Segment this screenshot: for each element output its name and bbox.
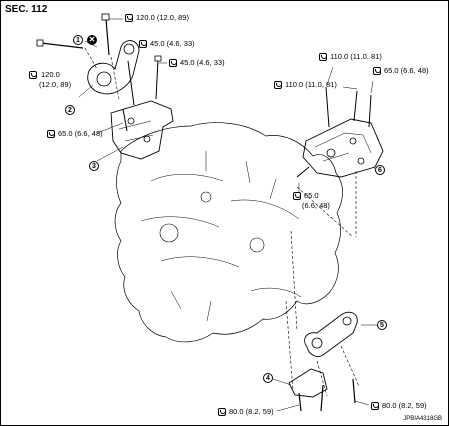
torque-label-2b: (12.0, 89) <box>39 80 72 89</box>
torque-label-6: 110.0 (11.0, 81) <box>330 52 382 61</box>
torque-wrench-icon <box>139 40 147 48</box>
torque-label-9b: (6.6, 48) <box>302 201 330 210</box>
torque-wrench-icon <box>29 71 37 79</box>
torque-label-10: 80.0 (8.2, 59) <box>229 407 274 416</box>
engine-inner-2 <box>170 151 277 322</box>
callout-5: 5 <box>377 320 387 330</box>
section-label: SEC. 112 <box>5 4 48 15</box>
torque-label-7: 110.0 (11.0, 81) <box>285 80 337 89</box>
torque-label-1: 120.0 (12.0, 89) <box>136 13 189 22</box>
torque-wrench-icon <box>293 192 301 200</box>
torque-wrench-icon <box>373 67 381 75</box>
torque-label-2a: 120.0 <box>41 70 60 79</box>
torque-wrench-icon <box>169 59 177 67</box>
lh-mount-assembly <box>302 118 384 178</box>
upper-torque-rod <box>87 40 140 95</box>
lower-bracket <box>288 368 328 398</box>
torque-label-8: 65.0 (6.6, 48) <box>384 66 429 75</box>
rh-mount-bracket <box>110 100 174 160</box>
torque-wrench-icon <box>125 14 133 22</box>
torque-label-5: 65.0 (6.6, 48) <box>58 129 103 138</box>
figure-code: JPBIA4318GB <box>403 416 442 422</box>
torque-wrench-icon <box>47 130 55 138</box>
torque-label-4: 45.0 (4.6, 33) <box>180 58 225 67</box>
torque-wrench-icon <box>371 402 379 410</box>
torque-label-3: 45.0 (4.6, 33) <box>150 39 195 48</box>
torque-wrench-icon <box>274 81 282 89</box>
do-not-reuse-icon: ✕ <box>87 35 97 45</box>
engine-outline <box>114 122 343 343</box>
callout-6: 6 <box>375 165 385 175</box>
callout-3: 3 <box>89 161 99 171</box>
torque-label-11: 80.0 (8.2, 59) <box>382 401 427 410</box>
lower-torque-rod <box>304 311 358 358</box>
callout-2: 2 <box>65 105 75 115</box>
torque-label-9a: 65.0 <box>304 191 319 200</box>
torque-wrench-icon <box>319 53 327 61</box>
engine-inner-1 <box>140 174 302 298</box>
callout-4: 4 <box>263 373 273 383</box>
torque-wrench-icon <box>218 408 226 416</box>
callout-1: 1 <box>73 35 83 45</box>
